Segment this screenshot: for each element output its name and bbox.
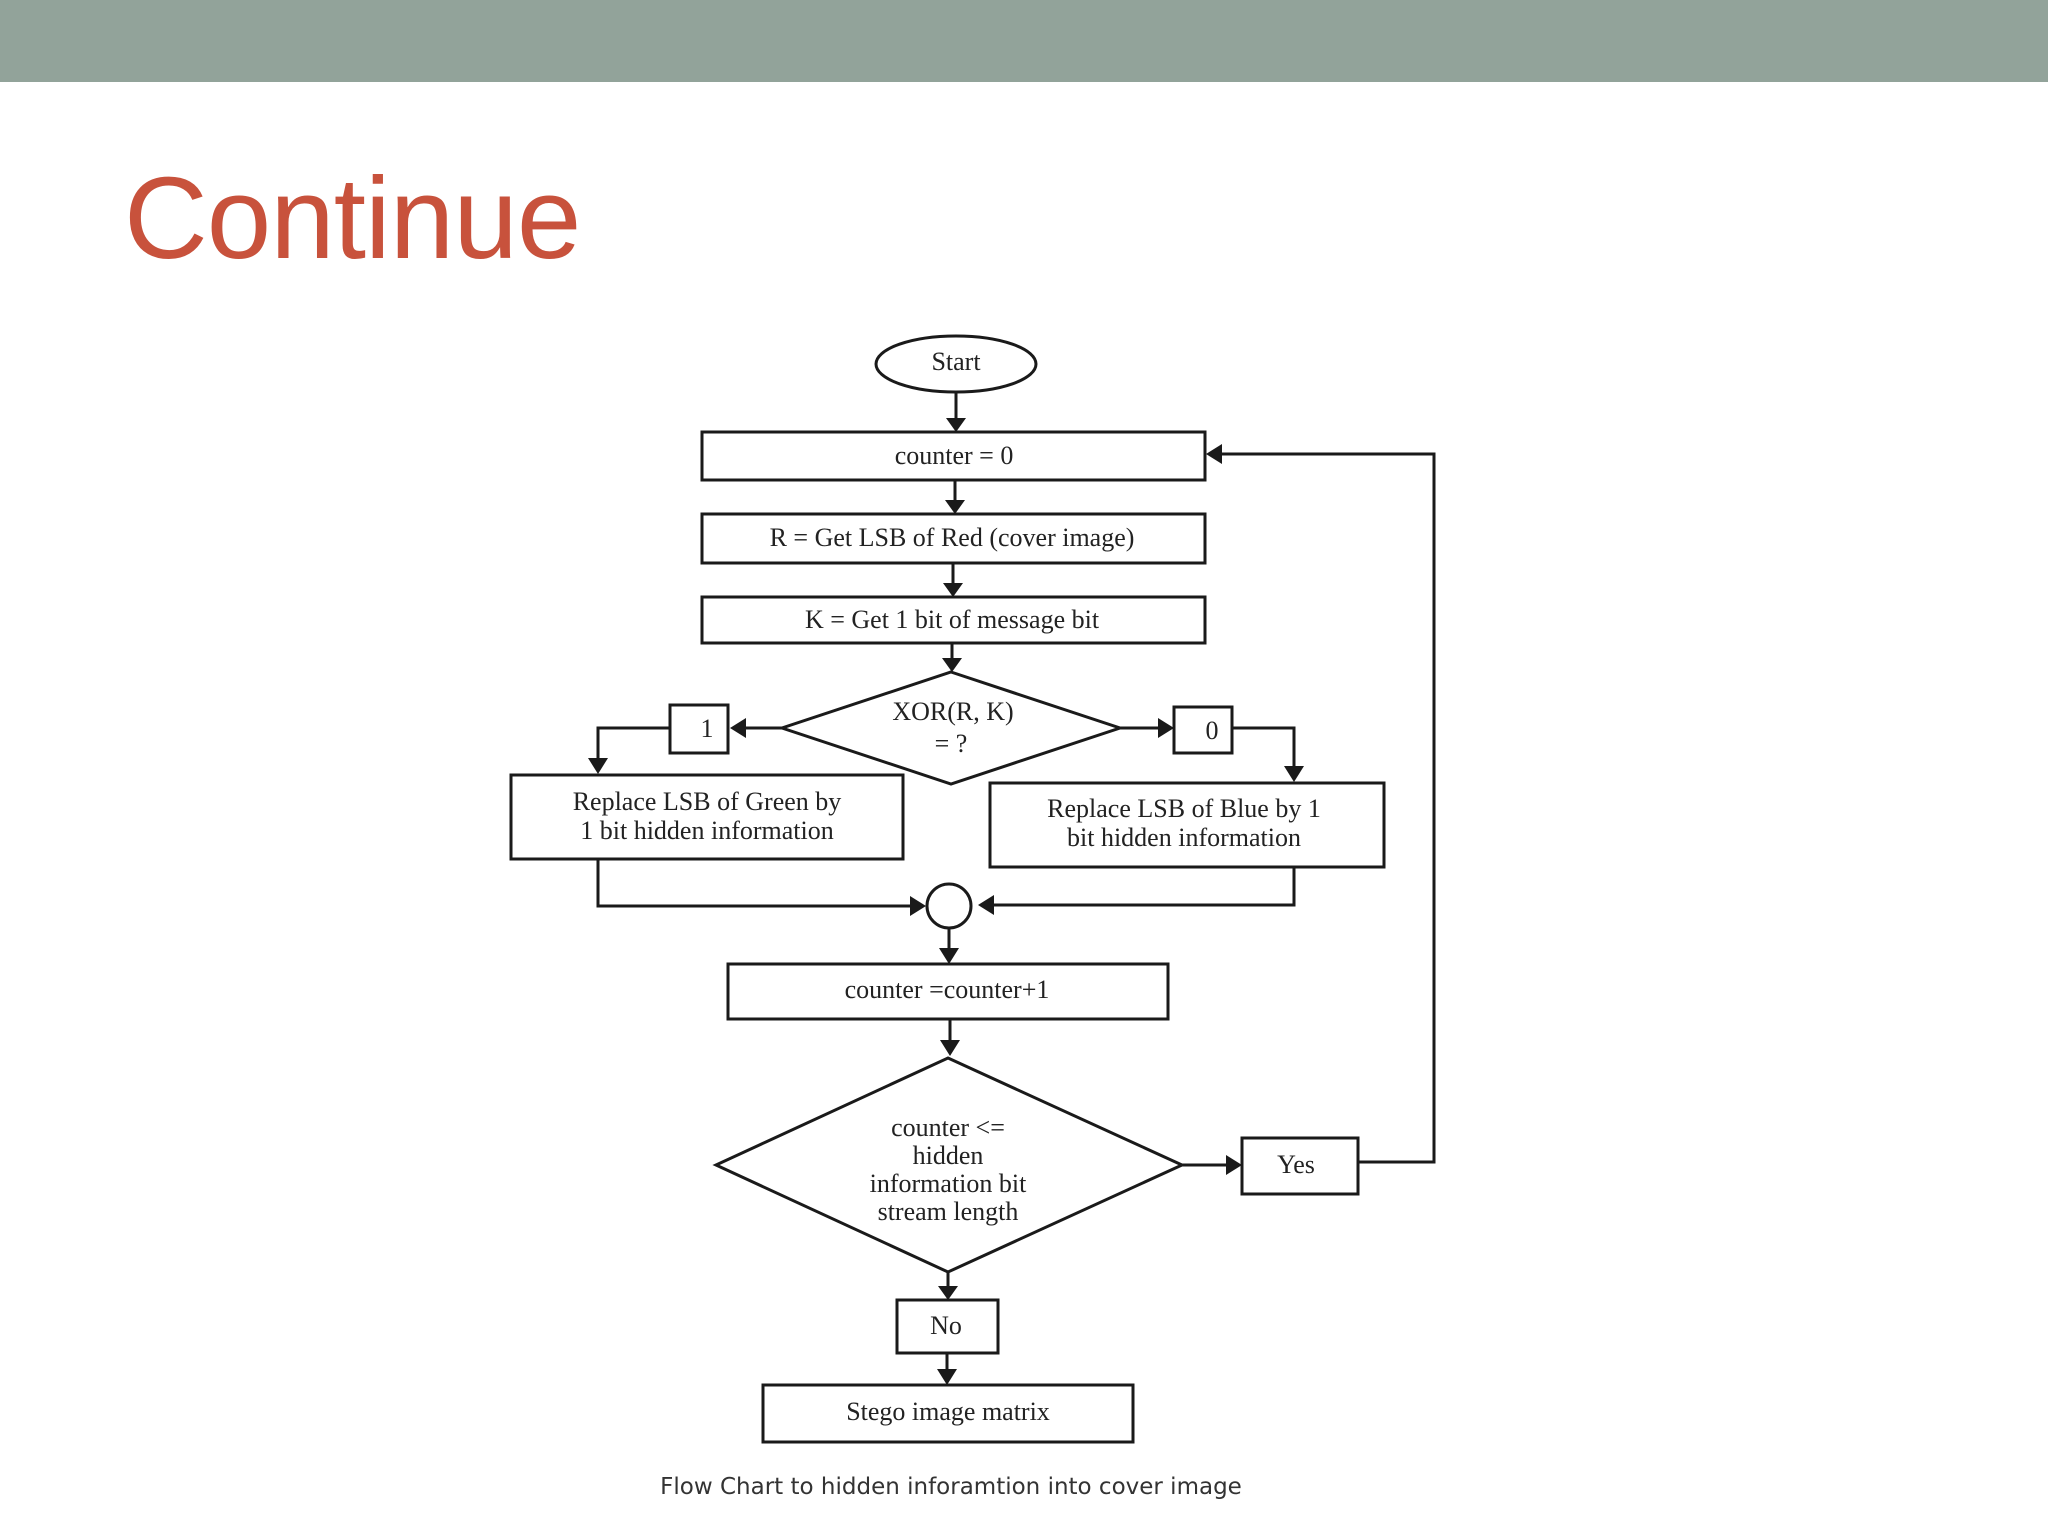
top-bar xyxy=(0,0,2048,82)
arrowhead xyxy=(978,895,994,915)
replace-green-line1: Replace LSB of Green by xyxy=(573,787,842,816)
arrowhead xyxy=(938,1286,958,1300)
condition-line3: information bit xyxy=(870,1169,1027,1198)
get-red-label: R = Get LSB of Red (cover image) xyxy=(770,523,1135,552)
stego-output-box xyxy=(761,1383,1135,1444)
condition-line4: stream length xyxy=(878,1197,1019,1226)
replace-green-line2: 1 bit hidden information xyxy=(580,816,833,845)
arrowhead xyxy=(942,658,962,672)
get-red-box xyxy=(700,512,1207,565)
slide-title: Continue xyxy=(124,153,581,283)
start-label: Start xyxy=(931,347,981,376)
arrowhead xyxy=(940,1040,960,1056)
arrowhead xyxy=(1284,766,1304,782)
connector-blue-to-merge xyxy=(994,867,1296,907)
get-msg-label: K = Get 1 bit of message bit xyxy=(805,605,1100,634)
arrowhead xyxy=(943,583,963,597)
connector-green-to-merge xyxy=(596,859,910,908)
replace-blue-line1: Replace LSB of Blue by 1 xyxy=(1047,794,1321,823)
arrowhead xyxy=(945,500,965,514)
replace-blue-box xyxy=(988,781,1386,869)
counter-init-box xyxy=(700,430,1207,482)
merge-node xyxy=(925,882,973,930)
arrowhead xyxy=(937,1369,957,1385)
arrowhead xyxy=(1206,444,1222,464)
arrowhead xyxy=(588,758,608,774)
arrowhead xyxy=(1226,1155,1242,1175)
arrowhead xyxy=(730,718,746,738)
condition-line1: counter <= xyxy=(891,1113,1005,1142)
yes-label: Yes xyxy=(1277,1150,1315,1179)
arrowhead xyxy=(939,948,959,964)
loop-back-line xyxy=(1222,452,1436,1164)
branch-zero-label: 0 xyxy=(1206,716,1219,745)
arrowhead xyxy=(946,418,966,432)
no-box xyxy=(895,1298,1000,1355)
stego-output-label: Stego image matrix xyxy=(846,1397,1050,1426)
branch-zero-box xyxy=(1172,705,1234,755)
arrowhead xyxy=(910,896,926,916)
increment-box xyxy=(726,962,1170,1021)
arrowhead xyxy=(1158,718,1174,738)
replace-blue-line2: bit hidden information xyxy=(1067,823,1301,852)
replace-green-box xyxy=(509,773,905,861)
xor-decision xyxy=(777,670,1125,786)
counter-init-label: counter = 0 xyxy=(895,441,1014,470)
xor-label-line1: XOR(R, K) xyxy=(892,697,1013,726)
branch-one-box xyxy=(668,703,730,755)
xor-label-line2: = ? xyxy=(935,729,968,758)
increment-label: counter =counter+1 xyxy=(845,975,1050,1004)
connector-zero-to-blue xyxy=(1232,726,1296,766)
connector-one-to-green xyxy=(596,726,670,758)
no-label: No xyxy=(930,1311,962,1340)
figure-caption: Flow Chart to hidden inforamtion into co… xyxy=(660,1474,1242,1500)
yes-box xyxy=(1240,1136,1360,1196)
condition-line2: hidden xyxy=(913,1141,984,1170)
branch-one-label: 1 xyxy=(701,714,714,743)
